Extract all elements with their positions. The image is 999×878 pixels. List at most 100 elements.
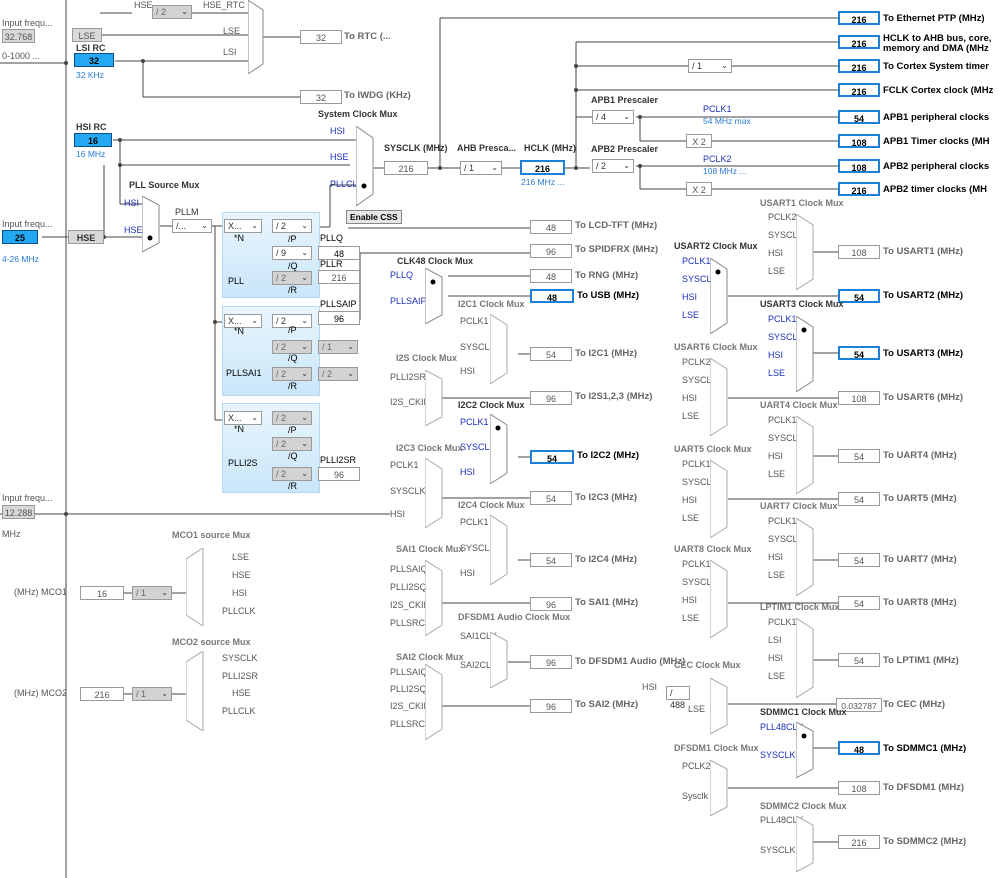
usart3-value[interactable]: 54 [838, 346, 880, 360]
i2c1-clock-mux[interactable] [490, 314, 508, 384]
lse-input-freq-field[interactable]: 32.768 [2, 29, 35, 43]
lptim1-mux-title: LPTIM1 Clock Mux [760, 602, 840, 612]
dfsdm1-clock-mux[interactable] [710, 760, 728, 816]
mux-shape [490, 414, 508, 484]
usart6-value: 108 [838, 391, 880, 405]
ahb-prescaler-select[interactable]: / 1⌄ [460, 161, 502, 175]
enable-css-button[interactable]: Enable CSS [346, 210, 402, 224]
lptim1-clock-mux[interactable] [796, 618, 814, 698]
hsi-rc-value[interactable]: 16 [74, 133, 112, 147]
plli2s-n-label: *N [234, 424, 245, 434]
mco2-divider[interactable]: / 1⌄ [132, 687, 172, 701]
mco2-source-mux[interactable] [186, 651, 204, 731]
output-value[interactable]: 216 [838, 35, 880, 49]
output-value[interactable]: 108 [838, 159, 880, 173]
mux-input: PCLK2 [682, 357, 711, 367]
mux-input: HSI [682, 495, 698, 505]
pllsai-r-divider[interactable]: / 2⌄ [272, 367, 312, 381]
pll-n-multiplier[interactable]: X...⌄ [224, 219, 262, 233]
plli2s-r-divider[interactable]: / 2⌄ [272, 467, 312, 481]
mux-input: SYSCLK [760, 750, 796, 760]
usart2-clock-mux[interactable] [710, 258, 728, 334]
lsi-rc-value[interactable]: 32 [74, 53, 114, 67]
i2s-clock-mux[interactable] [425, 370, 443, 426]
cortex-timer-divider[interactable]: / 1⌄ [688, 59, 732, 73]
i2c1-label: To I2C1 (MHz) [575, 348, 638, 359]
rtc-lsi-in: LSI [223, 47, 237, 57]
pll-p-divider[interactable]: / 2⌄ [272, 219, 312, 233]
output-value[interactable]: 108 [838, 134, 880, 148]
mux-input: PLLSAIQ [390, 667, 428, 677]
i2c4-clock-mux[interactable] [490, 515, 508, 585]
pllsai-p-divider[interactable]: / 2⌄ [272, 314, 312, 328]
rtc-hse-divider[interactable]: / 2⌄ [152, 5, 192, 19]
mco2-divider-value: / 1 [136, 689, 147, 699]
mux-shape [425, 370, 443, 426]
mux-input: PCLK1 [768, 314, 797, 324]
pllsai-n-multiplier[interactable]: X...⌄ [224, 314, 262, 328]
usart3-mux-title: USART3 Clock Mux [760, 299, 844, 309]
i2c2-clock-mux[interactable] [490, 414, 508, 484]
uart4-clock-mux[interactable] [796, 416, 814, 494]
output-value[interactable]: 216 [838, 11, 880, 25]
system-clock-mux-title: System Clock Mux [318, 109, 398, 119]
i2s-input-freq-field[interactable]: 12.288 [2, 505, 35, 519]
output-value[interactable]: 54 [838, 110, 880, 124]
pllsai-q2-divider[interactable]: / 1⌄ [318, 340, 358, 354]
mux-input: LSE [682, 513, 700, 523]
sai1-clock-mux[interactable] [425, 560, 443, 636]
uart7-clock-mux[interactable] [796, 518, 814, 596]
output-value[interactable]: 216 [838, 59, 880, 73]
output-label: APB1 peripheral clocks [883, 112, 990, 123]
usart6-clock-mux[interactable] [710, 358, 728, 436]
usart1-clock-mux[interactable] [796, 214, 814, 290]
i2c3-clock-mux[interactable] [425, 458, 443, 528]
i2c3-label: To I2C3 (MHz) [575, 492, 638, 503]
hse-block[interactable]: HSE [68, 230, 104, 244]
plli2s-n-multiplier[interactable]: X...⌄ [224, 411, 262, 425]
cec-hsi-divider[interactable]: / 488 [666, 686, 690, 710]
hclk-value-field[interactable]: 216 [520, 160, 565, 175]
usart2-value[interactable]: 54 [838, 289, 880, 303]
plli2s-p-divider[interactable]: / 2⌄ [272, 411, 312, 425]
plli2s-q-divider[interactable]: / 2⌄ [272, 437, 312, 451]
pllsai-q-divider[interactable]: / 2⌄ [272, 340, 312, 354]
pll-r-divider[interactable]: / 2⌄ [272, 271, 312, 285]
usb-value[interactable]: 48 [530, 289, 574, 303]
dfsdm1-audio-clock-mux[interactable] [490, 632, 508, 688]
mux-input: HSI [682, 595, 698, 605]
chevron-down-icon: ⌄ [721, 61, 728, 70]
pllm-select[interactable]: /...⌄ [172, 219, 212, 233]
lse-block[interactable]: LSE [72, 28, 102, 42]
uart8-clock-mux[interactable] [710, 560, 728, 638]
i2c2-value[interactable]: 54 [530, 450, 574, 464]
system-clock-mux[interactable] [356, 126, 374, 206]
apb2-prescaler-select[interactable]: / 2⌄ [592, 159, 634, 173]
i2c3-value: 54 [530, 491, 572, 505]
rtc-clock-mux[interactable] [248, 0, 264, 74]
pllsai-q-value: / 2 [276, 342, 287, 352]
output-value[interactable]: 216 [838, 182, 880, 196]
pllm-value: /... [176, 221, 187, 231]
output-value[interactable]: 216 [838, 83, 880, 97]
pll-source-mux[interactable] [142, 196, 160, 252]
iwdg-label: To IWDG (KHz) [344, 90, 411, 101]
mco1-divider[interactable]: / 1⌄ [132, 586, 172, 600]
uart5-clock-mux[interactable] [710, 460, 728, 538]
sdmmc1-clock-mux[interactable] [796, 722, 814, 778]
sdmmc1-value[interactable]: 48 [838, 741, 880, 755]
sai1-value: 96 [530, 597, 572, 611]
pll-q-divider[interactable]: / 9⌄ [272, 246, 312, 260]
clk48-mux-title: CLK48 Clock Mux [397, 256, 474, 266]
mco1-source-mux[interactable] [186, 548, 204, 626]
pllsai-r2-divider[interactable]: / 2⌄ [318, 367, 358, 381]
apb2-timer-x2: X 2 [686, 182, 712, 196]
cec-clock-mux[interactable] [710, 678, 728, 734]
sdmmc2-clock-mux[interactable] [796, 816, 814, 872]
usart3-clock-mux[interactable] [796, 316, 814, 392]
sai2-clock-mux[interactable] [425, 664, 443, 740]
apb1-prescaler-select[interactable]: / 4⌄ [592, 110, 634, 124]
clk48-mux[interactable] [425, 268, 443, 324]
mux-input: SYSCLK [390, 486, 426, 496]
hse-input-freq-field[interactable]: 25 [2, 230, 38, 244]
